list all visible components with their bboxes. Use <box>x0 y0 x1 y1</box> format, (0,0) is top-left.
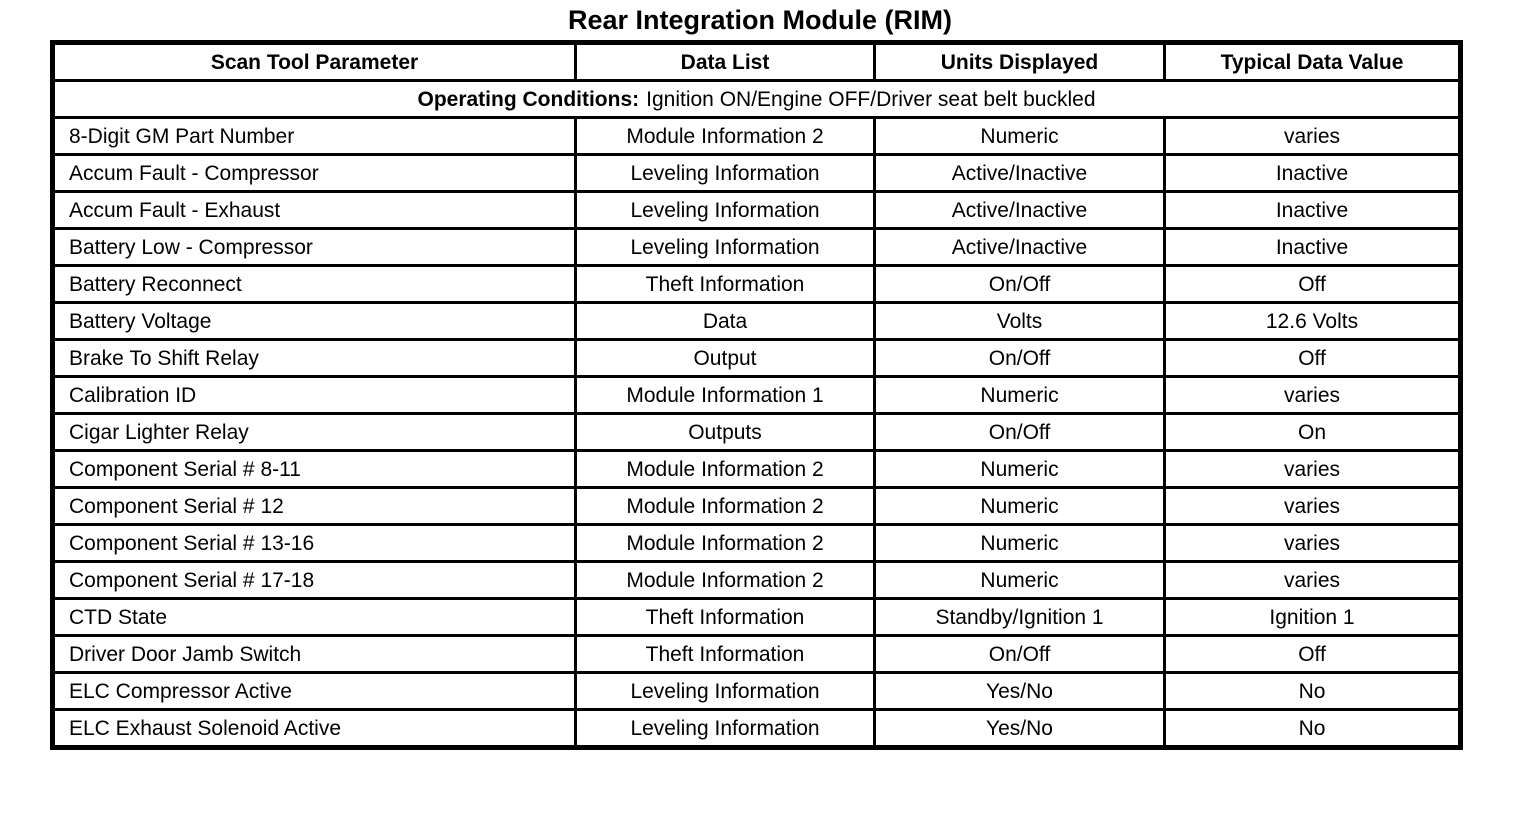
cell-typical-data-value: varies <box>1163 486 1462 526</box>
cell-data-list: Module Information 2 <box>574 116 876 156</box>
cell-typical-data-value: varies <box>1163 523 1462 563</box>
cell-scan-tool-parameter: Battery Low - Compressor <box>51 227 577 267</box>
cell-units-displayed: Active/Inactive <box>873 190 1166 230</box>
cell-data-list: Theft Information <box>574 597 876 637</box>
table-row: Accum Fault - Exhaust Leveling Informati… <box>51 190 1462 230</box>
operating-conditions-label: Operating Conditions: <box>417 87 640 111</box>
cell-scan-tool-parameter: Battery Voltage <box>51 301 577 341</box>
table-body: 8-Digit GM Part Number Module Informatio… <box>51 116 1462 749</box>
cell-scan-tool-parameter: CTD State <box>51 597 577 637</box>
cell-units-displayed: Yes/No <box>873 671 1166 711</box>
cell-typical-data-value: Ignition 1 <box>1163 597 1462 637</box>
column-header-typical-data-value: Typical Data Value <box>1163 41 1462 82</box>
cell-scan-tool-parameter: Accum Fault - Exhaust <box>51 190 577 230</box>
operating-conditions-text: Ignition ON/Engine OFF/Driver seat belt … <box>646 87 1096 111</box>
cell-typical-data-value: No <box>1163 671 1462 711</box>
cell-data-list: Leveling Information <box>574 153 876 193</box>
operating-conditions-cell: Operating Conditions:Ignition ON/Engine … <box>51 79 1462 119</box>
cell-units-displayed: Numeric <box>873 523 1166 563</box>
cell-scan-tool-parameter: Component Serial # 8-11 <box>51 449 577 489</box>
cell-scan-tool-parameter: Brake To Shift Relay <box>51 338 577 378</box>
cell-units-displayed: On/Off <box>873 634 1166 674</box>
cell-typical-data-value: Inactive <box>1163 153 1462 193</box>
cell-typical-data-value: varies <box>1163 116 1462 156</box>
cell-scan-tool-parameter: Component Serial # 12 <box>51 486 577 526</box>
cell-typical-data-value: On <box>1163 412 1462 452</box>
cell-scan-tool-parameter: Component Serial # 13-16 <box>51 523 577 563</box>
cell-typical-data-value: No <box>1163 708 1462 749</box>
table-row: Component Serial # 17-18 Module Informat… <box>51 560 1462 600</box>
cell-data-list: Module Information 1 <box>574 375 876 415</box>
cell-data-list: Theft Information <box>574 264 876 304</box>
cell-data-list: Leveling Information <box>574 190 876 230</box>
table-row: ELC Compressor Active Leveling Informati… <box>51 671 1462 711</box>
cell-units-displayed: Standby/Ignition 1 <box>873 597 1166 637</box>
table-row: 8-Digit GM Part Number Module Informatio… <box>51 116 1462 156</box>
cell-scan-tool-parameter: Component Serial # 17-18 <box>51 560 577 600</box>
column-header-scan-tool-parameter: Scan Tool Parameter <box>51 41 577 82</box>
column-header-units-displayed: Units Displayed <box>873 41 1166 82</box>
cell-units-displayed: Active/Inactive <box>873 153 1166 193</box>
cell-scan-tool-parameter: Accum Fault - Compressor <box>51 153 577 193</box>
cell-data-list: Output <box>574 338 876 378</box>
page-title: Rear Integration Module (RIM) <box>568 5 952 35</box>
table-row: Driver Door Jamb Switch Theft Informatio… <box>51 634 1462 674</box>
table-row: ELC Exhaust Solenoid Active Leveling Inf… <box>51 708 1462 749</box>
cell-data-list: Module Information 2 <box>574 449 876 489</box>
table-row: Battery Voltage Data Volts 12.6 Volts <box>51 301 1462 341</box>
table-row: CTD State Theft Information Standby/Igni… <box>51 597 1462 637</box>
table-row: Battery Low - Compressor Leveling Inform… <box>51 227 1462 267</box>
column-header-data-list: Data List <box>574 41 876 82</box>
cell-units-displayed: Numeric <box>873 560 1166 600</box>
table-row: Brake To Shift Relay Output On/Off Off <box>51 338 1462 378</box>
cell-typical-data-value: varies <box>1163 375 1462 415</box>
cell-units-displayed: Active/Inactive <box>873 227 1166 267</box>
cell-data-list: Leveling Information <box>574 708 876 749</box>
cell-units-displayed: On/Off <box>873 338 1166 378</box>
cell-data-list: Leveling Information <box>574 671 876 711</box>
cell-units-displayed: Numeric <box>873 375 1166 415</box>
cell-typical-data-value: Off <box>1163 338 1462 378</box>
cell-scan-tool-parameter: Driver Door Jamb Switch <box>51 634 577 674</box>
table-row: Calibration ID Module Information 1 Nume… <box>51 375 1462 415</box>
cell-units-displayed: Numeric <box>873 449 1166 489</box>
cell-data-list: Data <box>574 301 876 341</box>
table-row: Component Serial # 8-11 Module Informati… <box>51 449 1462 489</box>
cell-typical-data-value: Inactive <box>1163 227 1462 267</box>
cell-scan-tool-parameter: ELC Compressor Active <box>51 671 577 711</box>
cell-data-list: Outputs <box>574 412 876 452</box>
cell-scan-tool-parameter: Battery Reconnect <box>51 264 577 304</box>
cell-units-displayed: Yes/No <box>873 708 1166 749</box>
cell-scan-tool-parameter: Cigar Lighter Relay <box>51 412 577 452</box>
rim-data-table: Scan Tool Parameter Data List Units Disp… <box>50 40 1463 750</box>
cell-scan-tool-parameter: ELC Exhaust Solenoid Active <box>51 708 577 749</box>
table-row: Battery Reconnect Theft Information On/O… <box>51 264 1462 304</box>
cell-typical-data-value: Off <box>1163 264 1462 304</box>
cell-typical-data-value: varies <box>1163 449 1462 489</box>
table-row: Cigar Lighter Relay Outputs On/Off On <box>51 412 1462 452</box>
cell-data-list: Module Information 2 <box>574 523 876 563</box>
operating-conditions-row: Operating Conditions:Ignition ON/Engine … <box>51 79 1462 119</box>
cell-data-list: Theft Information <box>574 634 876 674</box>
cell-units-displayed: Numeric <box>873 486 1166 526</box>
cell-typical-data-value: Inactive <box>1163 190 1462 230</box>
header-row: Scan Tool Parameter Data List Units Disp… <box>51 41 1462 82</box>
cell-data-list: Leveling Information <box>574 227 876 267</box>
cell-typical-data-value: 12.6 Volts <box>1163 301 1462 341</box>
cell-units-displayed: On/Off <box>873 412 1166 452</box>
cell-units-displayed: Numeric <box>873 116 1166 156</box>
cell-units-displayed: On/Off <box>873 264 1166 304</box>
cell-typical-data-value: varies <box>1163 560 1462 600</box>
cell-scan-tool-parameter: Calibration ID <box>51 375 577 415</box>
cell-data-list: Module Information 2 <box>574 560 876 600</box>
table-row: Component Serial # 12 Module Information… <box>51 486 1462 526</box>
cell-units-displayed: Volts <box>873 301 1166 341</box>
cell-scan-tool-parameter: 8-Digit GM Part Number <box>51 116 577 156</box>
cell-data-list: Module Information 2 <box>574 486 876 526</box>
table-row: Accum Fault - Compressor Leveling Inform… <box>51 153 1462 193</box>
table-row: Component Serial # 13-16 Module Informat… <box>51 523 1462 563</box>
cell-typical-data-value: Off <box>1163 634 1462 674</box>
